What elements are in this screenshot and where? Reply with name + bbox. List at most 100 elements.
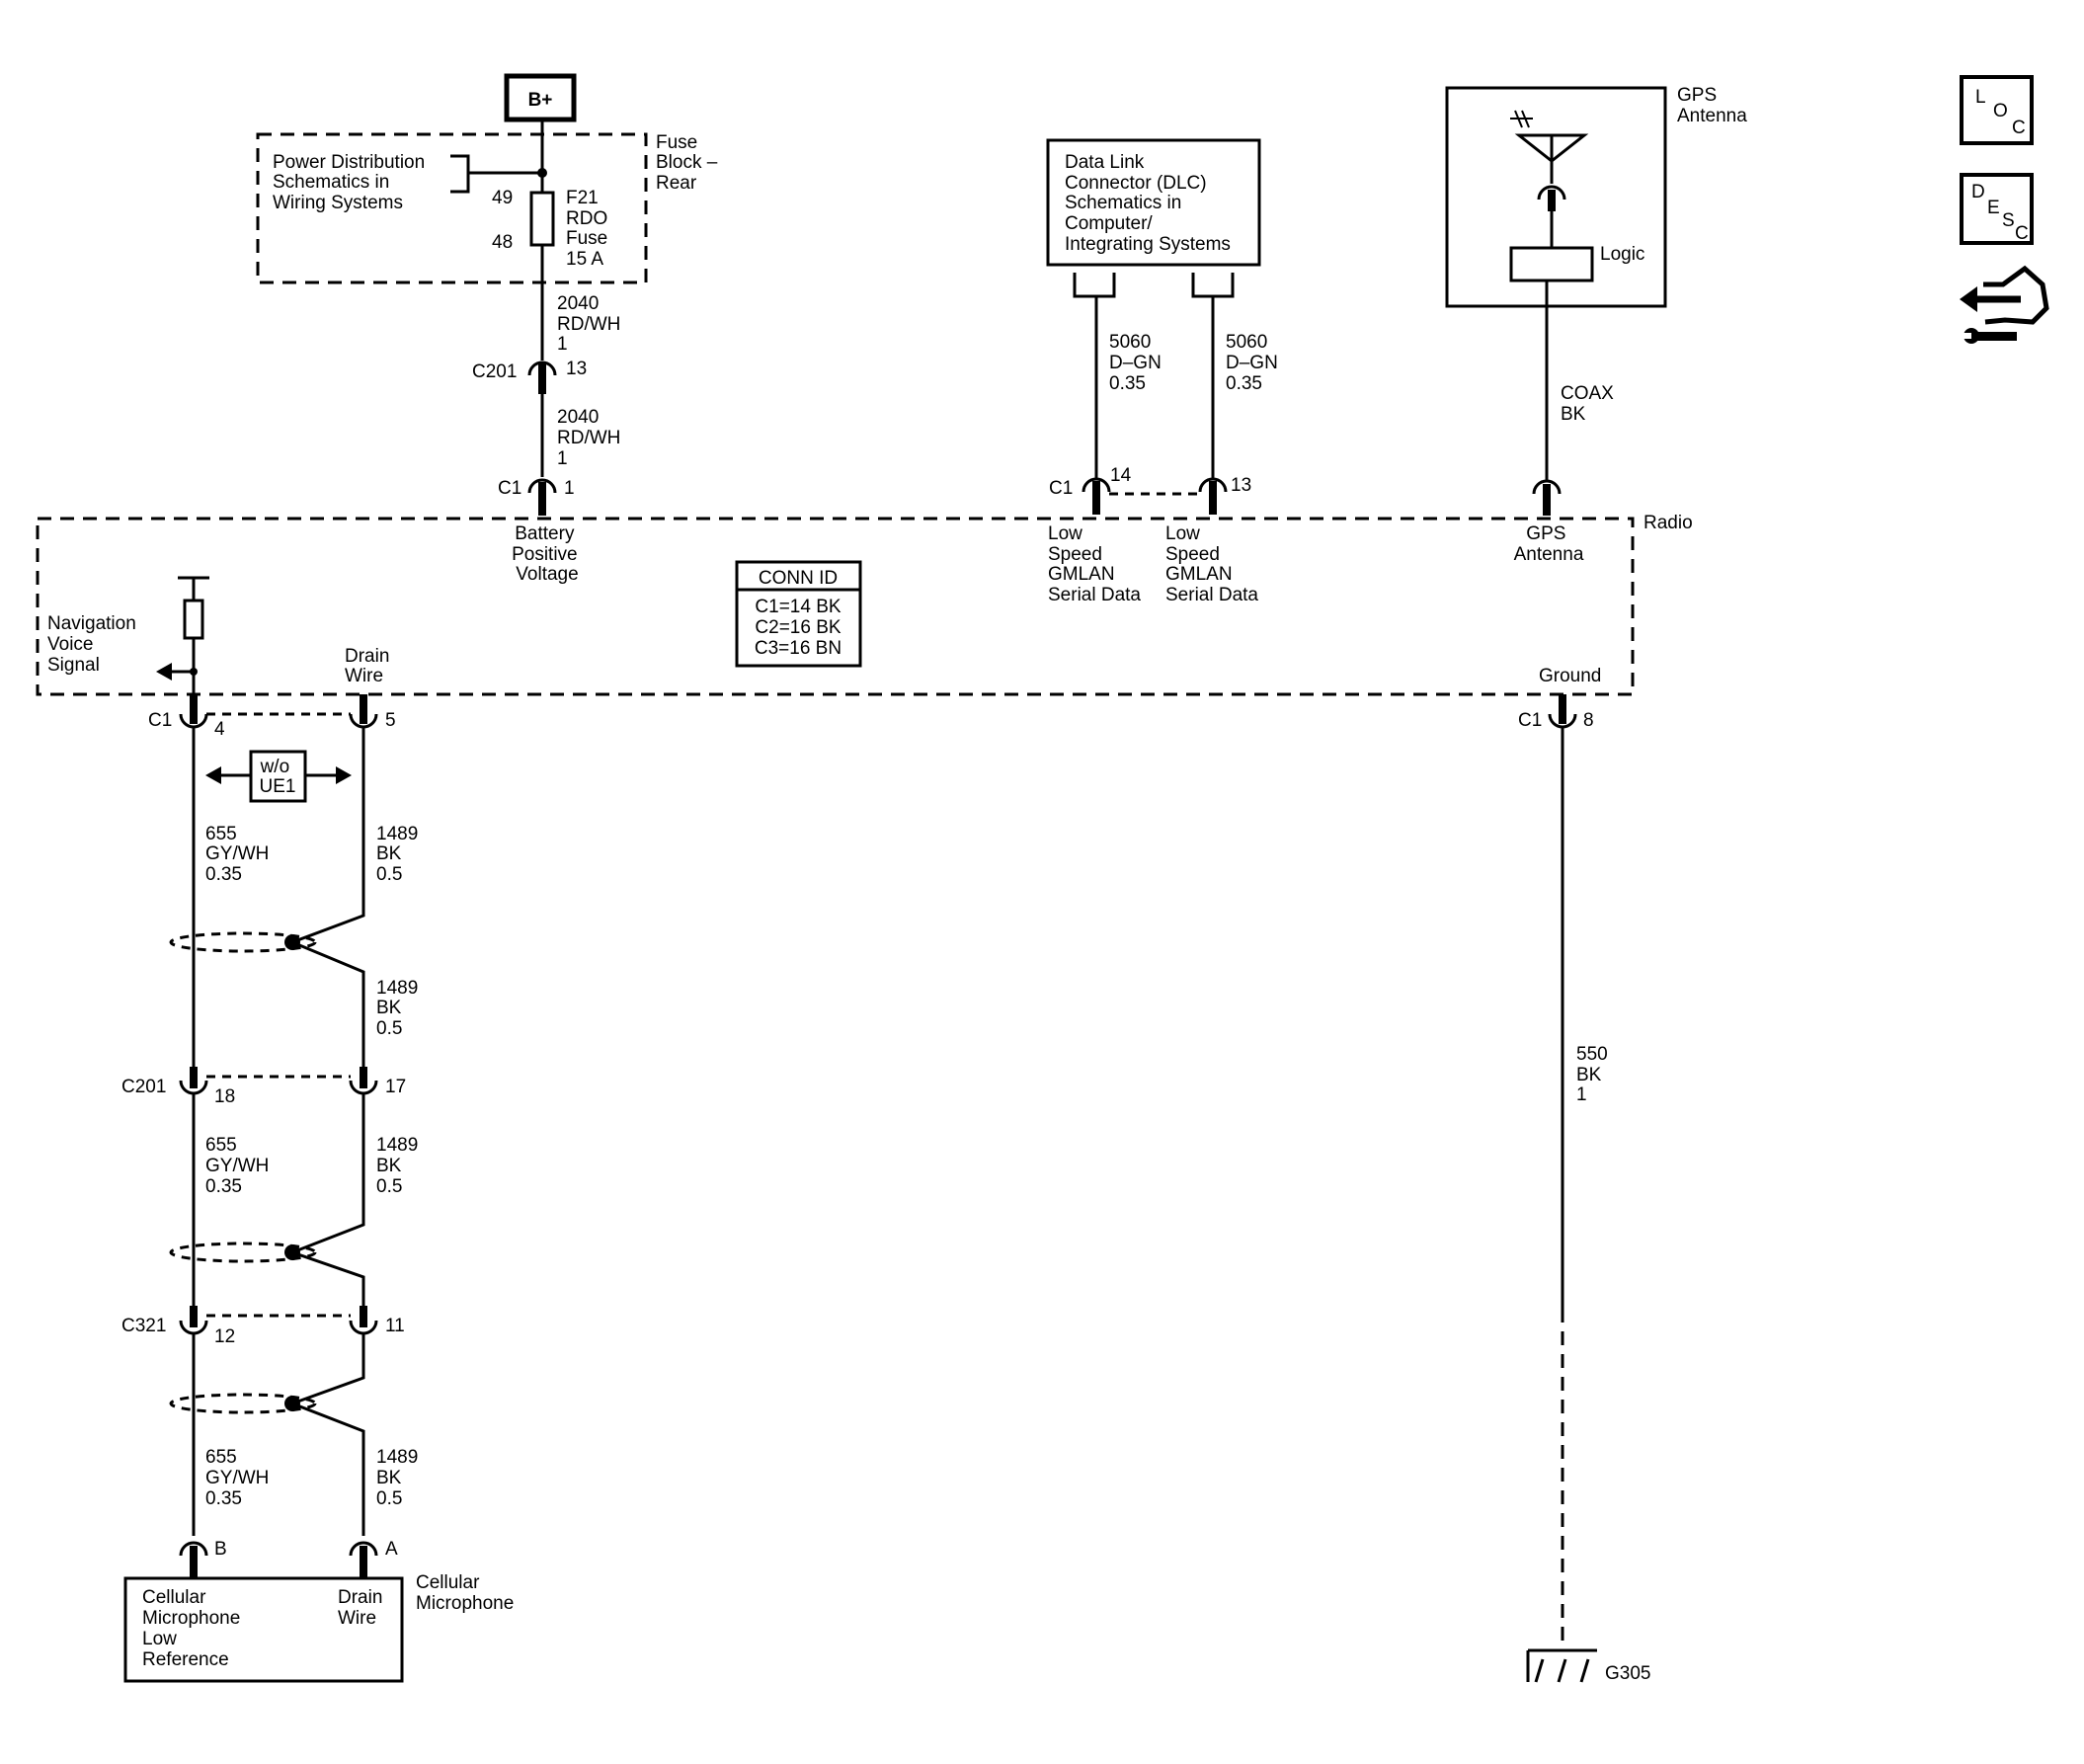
antenna-icon <box>1510 110 1589 184</box>
wire-1489-label: 1489 BK 0.5 <box>376 824 424 885</box>
conn-id-title: CONN ID <box>759 568 838 589</box>
power-distribution-text: Power Distribution Schematics in Wiring … <box>273 152 430 213</box>
conn-id-row: C2=16 BK <box>755 617 841 638</box>
gps-pin-label: GPS Antenna <box>1514 523 1584 565</box>
mic-drain-label: Drain Wire <box>338 1587 388 1629</box>
wire-655-label: 655 GY/WH 0.35 <box>205 1135 275 1197</box>
c1-label-mic: C1 <box>148 710 172 731</box>
wire-1489-seg3 <box>287 1333 365 1536</box>
cellular-microphone-title: Cellular Microphone <box>416 1572 514 1614</box>
c1-pin13-connector <box>1198 477 1228 493</box>
c1-pin1: 1 <box>564 478 575 499</box>
conn-id-table: CONN ID C1=14 BK C2=16 BK C3=16 BN <box>735 560 862 668</box>
c1-pin4: 4 <box>214 719 225 740</box>
mic-pin-a: A <box>385 1539 398 1560</box>
wire-655-label: 655 GY/WH 0.35 <box>205 824 275 885</box>
hand-wrench-icon[interactable] <box>1960 265 2049 344</box>
c1-pin14: 14 <box>1110 465 1132 486</box>
desc-letter: S <box>2002 210 2015 231</box>
conn-id-row: C3=16 BN <box>755 638 842 659</box>
wire-550-label: 550 BK 1 <box>1576 1044 1613 1105</box>
twisted-pair-shield <box>169 1242 317 1263</box>
fuse-block-label: Fuse Block – Rear <box>656 132 723 194</box>
gps-logic-label: Logic <box>1600 244 1644 265</box>
wire-2040-lower-label: 2040 RD/WH 1 <box>557 407 626 469</box>
desc-letter: D <box>1971 182 1985 202</box>
wire-1489-label: 1489 BK 0.5 <box>376 978 424 1039</box>
gps-internal-connector <box>1537 185 1566 200</box>
loc-letter: C <box>2012 118 2026 138</box>
fuse-pin-out: 48 <box>492 232 513 253</box>
c321-label: C321 <box>121 1316 166 1336</box>
wire-coax-label: COAX BK <box>1561 383 1619 425</box>
shield-drain-splice <box>284 934 300 950</box>
wire-1489-seg2 <box>287 1093 365 1312</box>
gps-logic-box <box>1509 246 1594 282</box>
gmlan-right-label: Low Speed GMLAN Serial Data <box>1165 523 1258 605</box>
c201-label-mic: C201 <box>121 1077 166 1097</box>
gps-radio-connector <box>1532 479 1562 495</box>
conn-id-row: C1=14 BK <box>755 597 841 617</box>
mic-pin-b-connector <box>179 1541 208 1557</box>
gps-antenna-title: GPS Antenna <box>1677 85 1747 126</box>
wire-2040-upper-label: 2040 RD/WH 1 <box>557 293 626 355</box>
ground-label: Ground <box>1539 666 1601 686</box>
c1-pin13: 13 <box>1231 475 1251 496</box>
drain-wire-label: Drain Wire <box>345 646 395 686</box>
shield-drain-splice <box>284 1396 300 1411</box>
cellular-microphone-box <box>123 1576 404 1683</box>
wire-1489-label: 1489 BK 0.5 <box>376 1447 424 1509</box>
chassis-ground-icon <box>1526 1648 1597 1683</box>
c1-label-dlc: C1 <box>1049 478 1073 499</box>
c201-label: C201 <box>472 361 517 382</box>
dlc-text: Data Link Connector (DLC) Schematics in … <box>1065 152 1231 255</box>
fuse-block-outline <box>256 132 648 284</box>
wire-655-label: 655 GY/WH 0.35 <box>205 1447 275 1509</box>
wire-1489-label: 1489 BK 0.5 <box>376 1135 424 1197</box>
loc-letter: L <box>1975 87 1986 108</box>
c321-pin11: 11 <box>385 1316 405 1336</box>
c201-pin: 13 <box>566 359 587 379</box>
loc-letter: O <box>1993 101 2008 121</box>
bplus-label: B+ <box>528 90 553 111</box>
twisted-pair-shield <box>169 1393 317 1414</box>
c1-pin1-connector <box>527 478 557 494</box>
bplus-source: B+ <box>504 73 577 122</box>
c1-pin8: 8 <box>1583 710 1594 731</box>
loc-button[interactable]: L O C <box>1960 75 2034 145</box>
desc-letter: C <box>2015 223 2029 244</box>
dlc-box <box>1046 138 1261 267</box>
ground-id: G305 <box>1605 1663 1650 1684</box>
c1-label-ground: C1 <box>1518 710 1542 731</box>
twisted-pair-shield <box>169 931 317 953</box>
shield-drain-splice <box>284 1244 300 1260</box>
nav-voice-signal-circuit <box>156 576 209 721</box>
gmlan-left-label: Low Speed GMLAN Serial Data <box>1048 523 1141 605</box>
nav-voice-label: Navigation Voice Signal <box>47 613 141 676</box>
option-indicator <box>205 750 352 803</box>
desc-letter: E <box>1987 198 2000 218</box>
mic-low-ref-label: Cellular Microphone Low Reference <box>142 1587 246 1670</box>
wire-5060-right-label: 5060 D–GN 0.35 <box>1226 332 1283 394</box>
wire-5060-left-label: 5060 D–GN 0.35 <box>1109 332 1166 394</box>
wire-1489-seg1 <box>287 727 365 1072</box>
fuse-f21 <box>529 191 555 247</box>
fuse-pin-in: 49 <box>492 188 513 208</box>
fuse-info: F21 RDO Fuse 15 A <box>566 188 613 270</box>
c201-pin18: 18 <box>214 1086 235 1107</box>
c1-label-pin1: C1 <box>498 478 521 499</box>
mic-pin-b: B <box>214 1539 227 1560</box>
option-label: w/o UE1 <box>260 757 296 797</box>
pd-bracket <box>450 154 470 194</box>
dlc-terminal-right <box>1191 273 1235 298</box>
c1-pin14-connector <box>1082 477 1111 493</box>
desc-button[interactable]: D E S C <box>1960 173 2034 245</box>
dlc-terminal-left <box>1073 273 1116 298</box>
mic-pin-a-connector <box>349 1541 378 1557</box>
radio-outline <box>36 517 1635 696</box>
battery-positive-label: Battery Positive Voltage <box>512 523 583 585</box>
c1-pin5: 5 <box>385 710 396 731</box>
c321-pin12: 12 <box>214 1326 235 1347</box>
radio-label: Radio <box>1643 513 1693 533</box>
